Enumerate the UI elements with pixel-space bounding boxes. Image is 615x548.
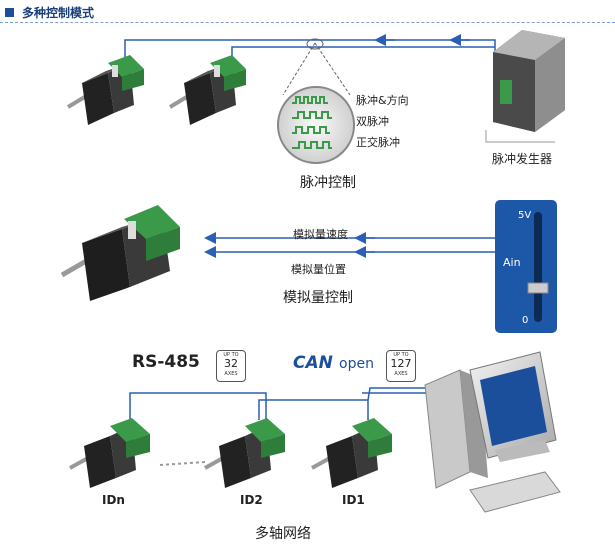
badge-bottom: AXES	[224, 371, 238, 377]
header-divider	[0, 22, 615, 23]
pulse-control-caption: 脉冲控制	[300, 175, 356, 191]
network-motor-id1	[311, 418, 392, 488]
network-caption: 多轴网络	[255, 526, 311, 542]
zoom-ring	[306, 38, 324, 50]
badge-top: UP TO	[223, 352, 239, 358]
analog-motor	[60, 205, 180, 301]
motor-id-label: ID1	[342, 493, 365, 507]
rs485-axes-badge: UP TO 32 AXES	[216, 350, 246, 382]
computer-icon	[424, 351, 561, 513]
pulse-generator-icon	[493, 30, 565, 132]
pulse-motor-1	[66, 55, 144, 125]
header-square-icon	[5, 8, 14, 17]
pulse-waveforms-icon	[292, 96, 332, 149]
canopen-axes-badge: UP TO 127 AXES	[386, 350, 416, 382]
pulse-motor-2	[168, 55, 246, 125]
canopen-logo-can: CAN	[293, 353, 333, 373]
badge-top: UP TO	[393, 352, 409, 358]
pulse-signal-line-1	[124, 39, 496, 62]
canopen-logo-open: open	[339, 356, 374, 372]
pulse-mode-label: 双脉冲	[356, 115, 389, 128]
network-motor-id2	[204, 418, 285, 488]
pulse-mode-label: 脉冲&方向	[356, 94, 409, 107]
slider-ain-label: Ain	[503, 256, 521, 269]
pulse-mode-label: 正交脉冲	[356, 136, 400, 149]
slider-bottom-label: 0	[522, 315, 529, 326]
motor-id-label: IDn	[102, 493, 125, 507]
analog-speed-label: 模拟量速度	[293, 228, 348, 241]
analog-control-caption: 模拟量控制	[283, 290, 353, 306]
rs485-label: RS-485	[132, 352, 200, 372]
badge-number: 32	[224, 357, 238, 370]
badge-bottom: AXES	[394, 371, 408, 377]
slider-top-label: 5V	[518, 210, 532, 221]
slider-knob	[527, 282, 549, 294]
analog-position-label: 模拟量位置	[291, 263, 346, 276]
badge-number: 127	[390, 357, 412, 370]
pulse-generator-label: 脉冲发生器	[492, 152, 553, 166]
page-title: 多种控制模式	[22, 6, 95, 20]
network-motor-idn	[69, 418, 150, 488]
pulse-signal-line-2	[231, 46, 495, 62]
pulse-waveform-lens	[277, 86, 355, 164]
motor-id-label: ID2	[240, 493, 263, 507]
